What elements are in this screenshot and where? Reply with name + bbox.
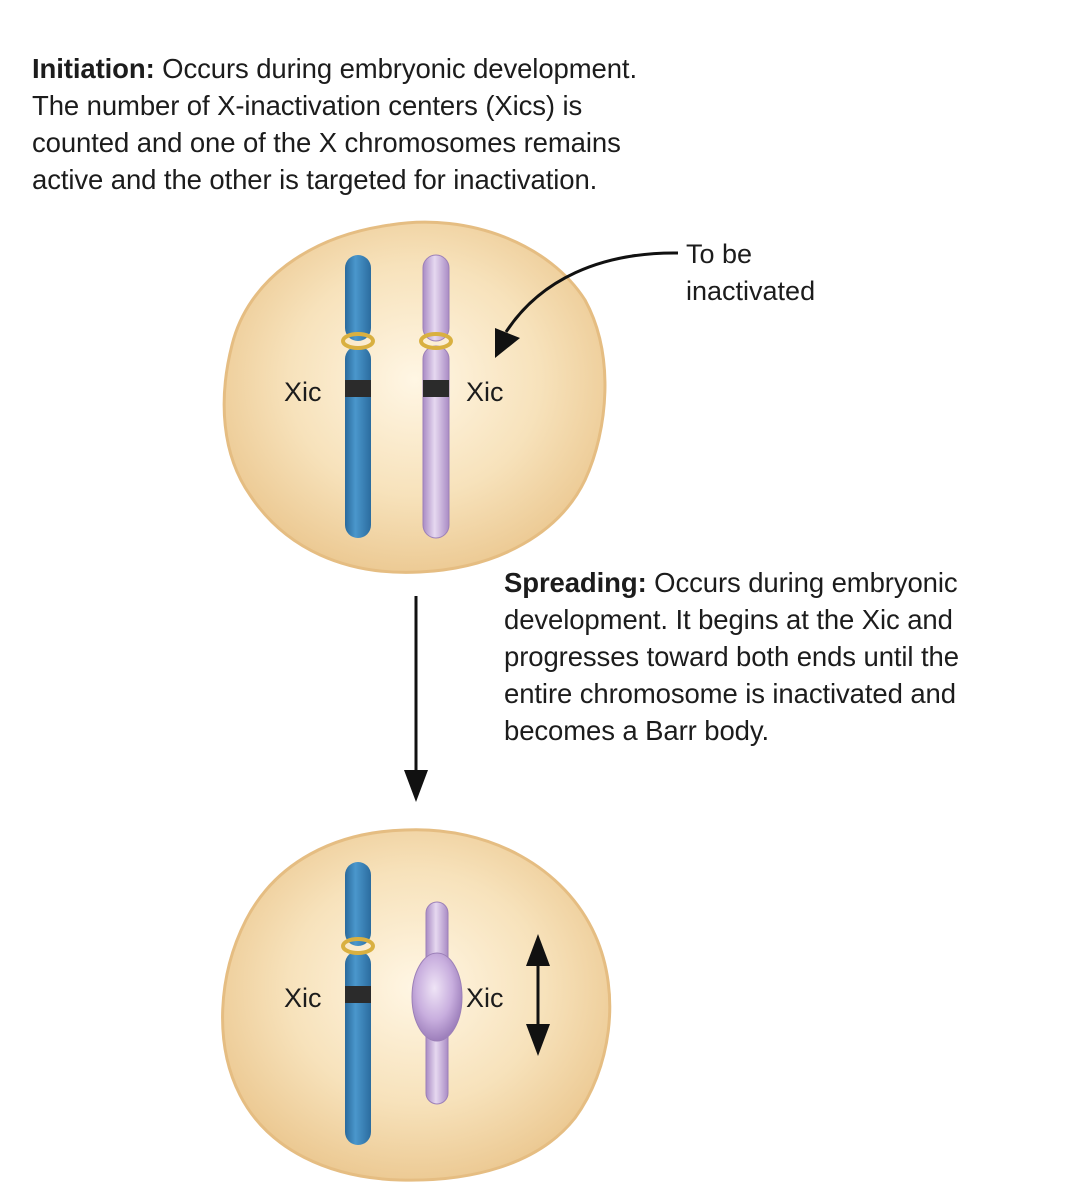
callout-arrow-head bbox=[495, 328, 520, 358]
centromere-1b bbox=[419, 332, 453, 350]
xic-label-1-right: Xic bbox=[466, 377, 504, 407]
spreading-caption: Spreading: Occurs during embryonic devel… bbox=[504, 564, 1074, 749]
spreading-line-4: entire chromosome is inactivated and bbox=[504, 678, 956, 709]
barr-body bbox=[411, 901, 463, 1105]
xic-label-2-left: Xic bbox=[284, 983, 322, 1013]
xic-band-1b bbox=[423, 380, 449, 397]
spreading-line-3: progresses toward both ends until the bbox=[504, 641, 959, 672]
active-x-chromosome-2 bbox=[341, 862, 375, 1145]
cell-spreading: Xic Xic bbox=[221, 828, 612, 1182]
initiation-line-1: Initiation: Occurs during embryonic deve… bbox=[32, 50, 792, 87]
cell-membrane-1 bbox=[222, 220, 607, 574]
spreading-text-1: Occurs during embryonic bbox=[646, 567, 958, 598]
initiation-line-3: counted and one of the X chromosomes rem… bbox=[32, 127, 621, 158]
cell-initiation: Xic Xic To be inactivated bbox=[222, 220, 815, 574]
xic-label-1-left: Xic bbox=[284, 377, 322, 407]
initiation-line-2: The number of X-inactivation centers (Xi… bbox=[32, 90, 583, 121]
spreading-line-1: Spreading: Occurs during embryonic bbox=[504, 564, 1074, 601]
initiation-line-4: active and the other is targeted for ina… bbox=[32, 164, 598, 195]
callout-label-line-2: inactivated bbox=[686, 276, 815, 306]
active-x-chromosome-1 bbox=[341, 255, 375, 538]
callout-arrow bbox=[504, 251, 679, 333]
xic-label-2-right: Xic bbox=[466, 983, 504, 1013]
initiation-heading: Initiation: bbox=[32, 53, 155, 84]
callout-label-line-1: To be bbox=[686, 239, 752, 269]
process-arrow bbox=[404, 596, 428, 802]
spreading-line-5: becomes a Barr body. bbox=[504, 715, 769, 746]
xic-band-2a bbox=[345, 986, 371, 1003]
centromere-1a bbox=[341, 332, 375, 350]
xic-band-1a bbox=[345, 380, 371, 397]
initiation-text-1: Occurs during embryonic development. bbox=[154, 53, 637, 84]
targeted-x-chromosome-1 bbox=[419, 254, 453, 539]
spreading-double-arrow bbox=[526, 934, 550, 1056]
centromere-2a bbox=[341, 937, 375, 955]
initiation-caption: Initiation: Occurs during embryonic deve… bbox=[32, 50, 792, 198]
spreading-line-2: development. It begins at the Xic and bbox=[504, 604, 953, 635]
spreading-heading: Spreading: bbox=[504, 567, 647, 598]
